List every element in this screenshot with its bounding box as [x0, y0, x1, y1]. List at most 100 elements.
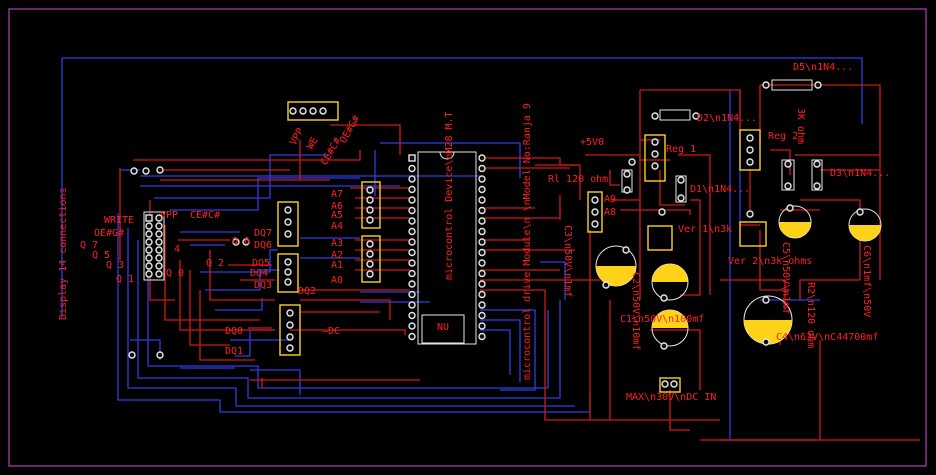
a3-label: A3: [331, 238, 343, 249]
pad: [155, 238, 163, 246]
pad: [628, 158, 636, 166]
pad: [746, 146, 754, 154]
connector-a3-a0: [361, 235, 381, 283]
pad: [289, 107, 297, 115]
d2-label: D2\n1N4...: [697, 113, 757, 124]
header-2x8: [143, 211, 165, 281]
pad: [651, 138, 659, 146]
connector-a9-a8: [587, 191, 603, 233]
pad: [366, 216, 374, 224]
pad: [478, 238, 486, 246]
pad: [408, 332, 416, 341]
diode-d3: [811, 159, 823, 191]
pad: [408, 164, 416, 173]
pad: [284, 258, 292, 266]
pad: [366, 196, 374, 204]
rl-label: Rl 120 ohm: [548, 174, 608, 185]
pad: [591, 208, 599, 216]
pad: [591, 220, 599, 228]
diode-d5: [771, 79, 813, 91]
connector-dq-lower: [279, 304, 301, 356]
c5-label: C5\n50V\n1mf: [780, 242, 791, 314]
reg2-body: [739, 129, 761, 171]
pad: [145, 214, 153, 222]
ohm-label: 3K ohm: [795, 108, 806, 144]
we-top-label: WE: [305, 136, 321, 152]
max-label: MAX\n30V\nDC IN: [626, 392, 716, 403]
pad: [478, 217, 486, 225]
n4-label: 4: [174, 244, 180, 255]
pad: [366, 250, 374, 258]
pad: [784, 160, 792, 168]
pad: [478, 196, 486, 204]
ce-top-label: CE#C#: [319, 136, 344, 168]
q7-label: Q 7: [80, 240, 98, 251]
pad: [762, 338, 770, 346]
pad: [284, 278, 292, 286]
pad: [145, 246, 153, 254]
pad: [746, 158, 754, 166]
a0-label: A0: [331, 275, 343, 286]
pad: [408, 280, 416, 288]
dq4-label: DQ4: [250, 268, 268, 279]
pad: [408, 196, 416, 204]
pad: [856, 208, 864, 216]
resistor-r2: [781, 159, 795, 191]
pad: [299, 107, 307, 115]
pad: [130, 167, 138, 175]
a4-label: A4: [331, 221, 343, 232]
pad: [156, 166, 164, 174]
c3-label: C3\n50V\n1mf: [562, 225, 573, 297]
ic-name-label: microcontrol Device\nM28 M.T: [444, 111, 455, 280]
pad: [408, 227, 416, 236]
pad: [145, 222, 153, 230]
pad: [286, 309, 294, 317]
dq7-label: DQ7: [254, 228, 272, 239]
capacitor-c3: [595, 245, 637, 287]
pad: [284, 230, 292, 238]
connector-dq-mid: [277, 253, 299, 293]
a9-label: A9: [604, 194, 616, 205]
pad: [366, 270, 374, 278]
dq6-label: DQ6: [254, 240, 272, 251]
a6-label: A6: [331, 201, 343, 212]
a1-label: A1: [331, 260, 343, 271]
pad: [366, 240, 374, 248]
dq5-label: DQ5: [252, 258, 270, 269]
pad: [478, 185, 486, 194]
pad: [762, 296, 770, 304]
pad: [692, 112, 700, 120]
connector-a7-a4: [361, 181, 381, 229]
q2-label: Q 2: [206, 258, 224, 269]
pad: [155, 222, 163, 230]
pad: [366, 186, 374, 194]
capacitor-c5: [778, 205, 812, 239]
pad: [651, 162, 659, 170]
dc-in-connector: [659, 377, 681, 393]
pads: [128, 81, 864, 388]
pad: [232, 238, 240, 246]
pad: [478, 248, 486, 257]
pad: [478, 280, 486, 288]
pad: [762, 81, 770, 89]
pad: [408, 269, 416, 278]
q1-label: Q 1: [116, 274, 134, 285]
write-label: WRITE: [104, 215, 134, 226]
pad: [478, 301, 486, 309]
dq2-label: DQ2: [298, 286, 316, 297]
pad: [677, 194, 685, 202]
pad: [478, 269, 486, 278]
pad: [155, 254, 163, 262]
vpp-left-label: VPP: [160, 210, 178, 221]
c4-label: C4\n63V\nC44700mf: [776, 332, 878, 343]
pad: [651, 112, 659, 120]
pad: [145, 270, 153, 278]
pad: [408, 217, 416, 225]
pad: [155, 246, 163, 254]
pad: [814, 81, 822, 89]
pad: [408, 154, 416, 162]
ic-pins-left: [408, 154, 416, 341]
plus5v-label: +5V0: [580, 137, 604, 148]
main-ic: [417, 151, 477, 345]
